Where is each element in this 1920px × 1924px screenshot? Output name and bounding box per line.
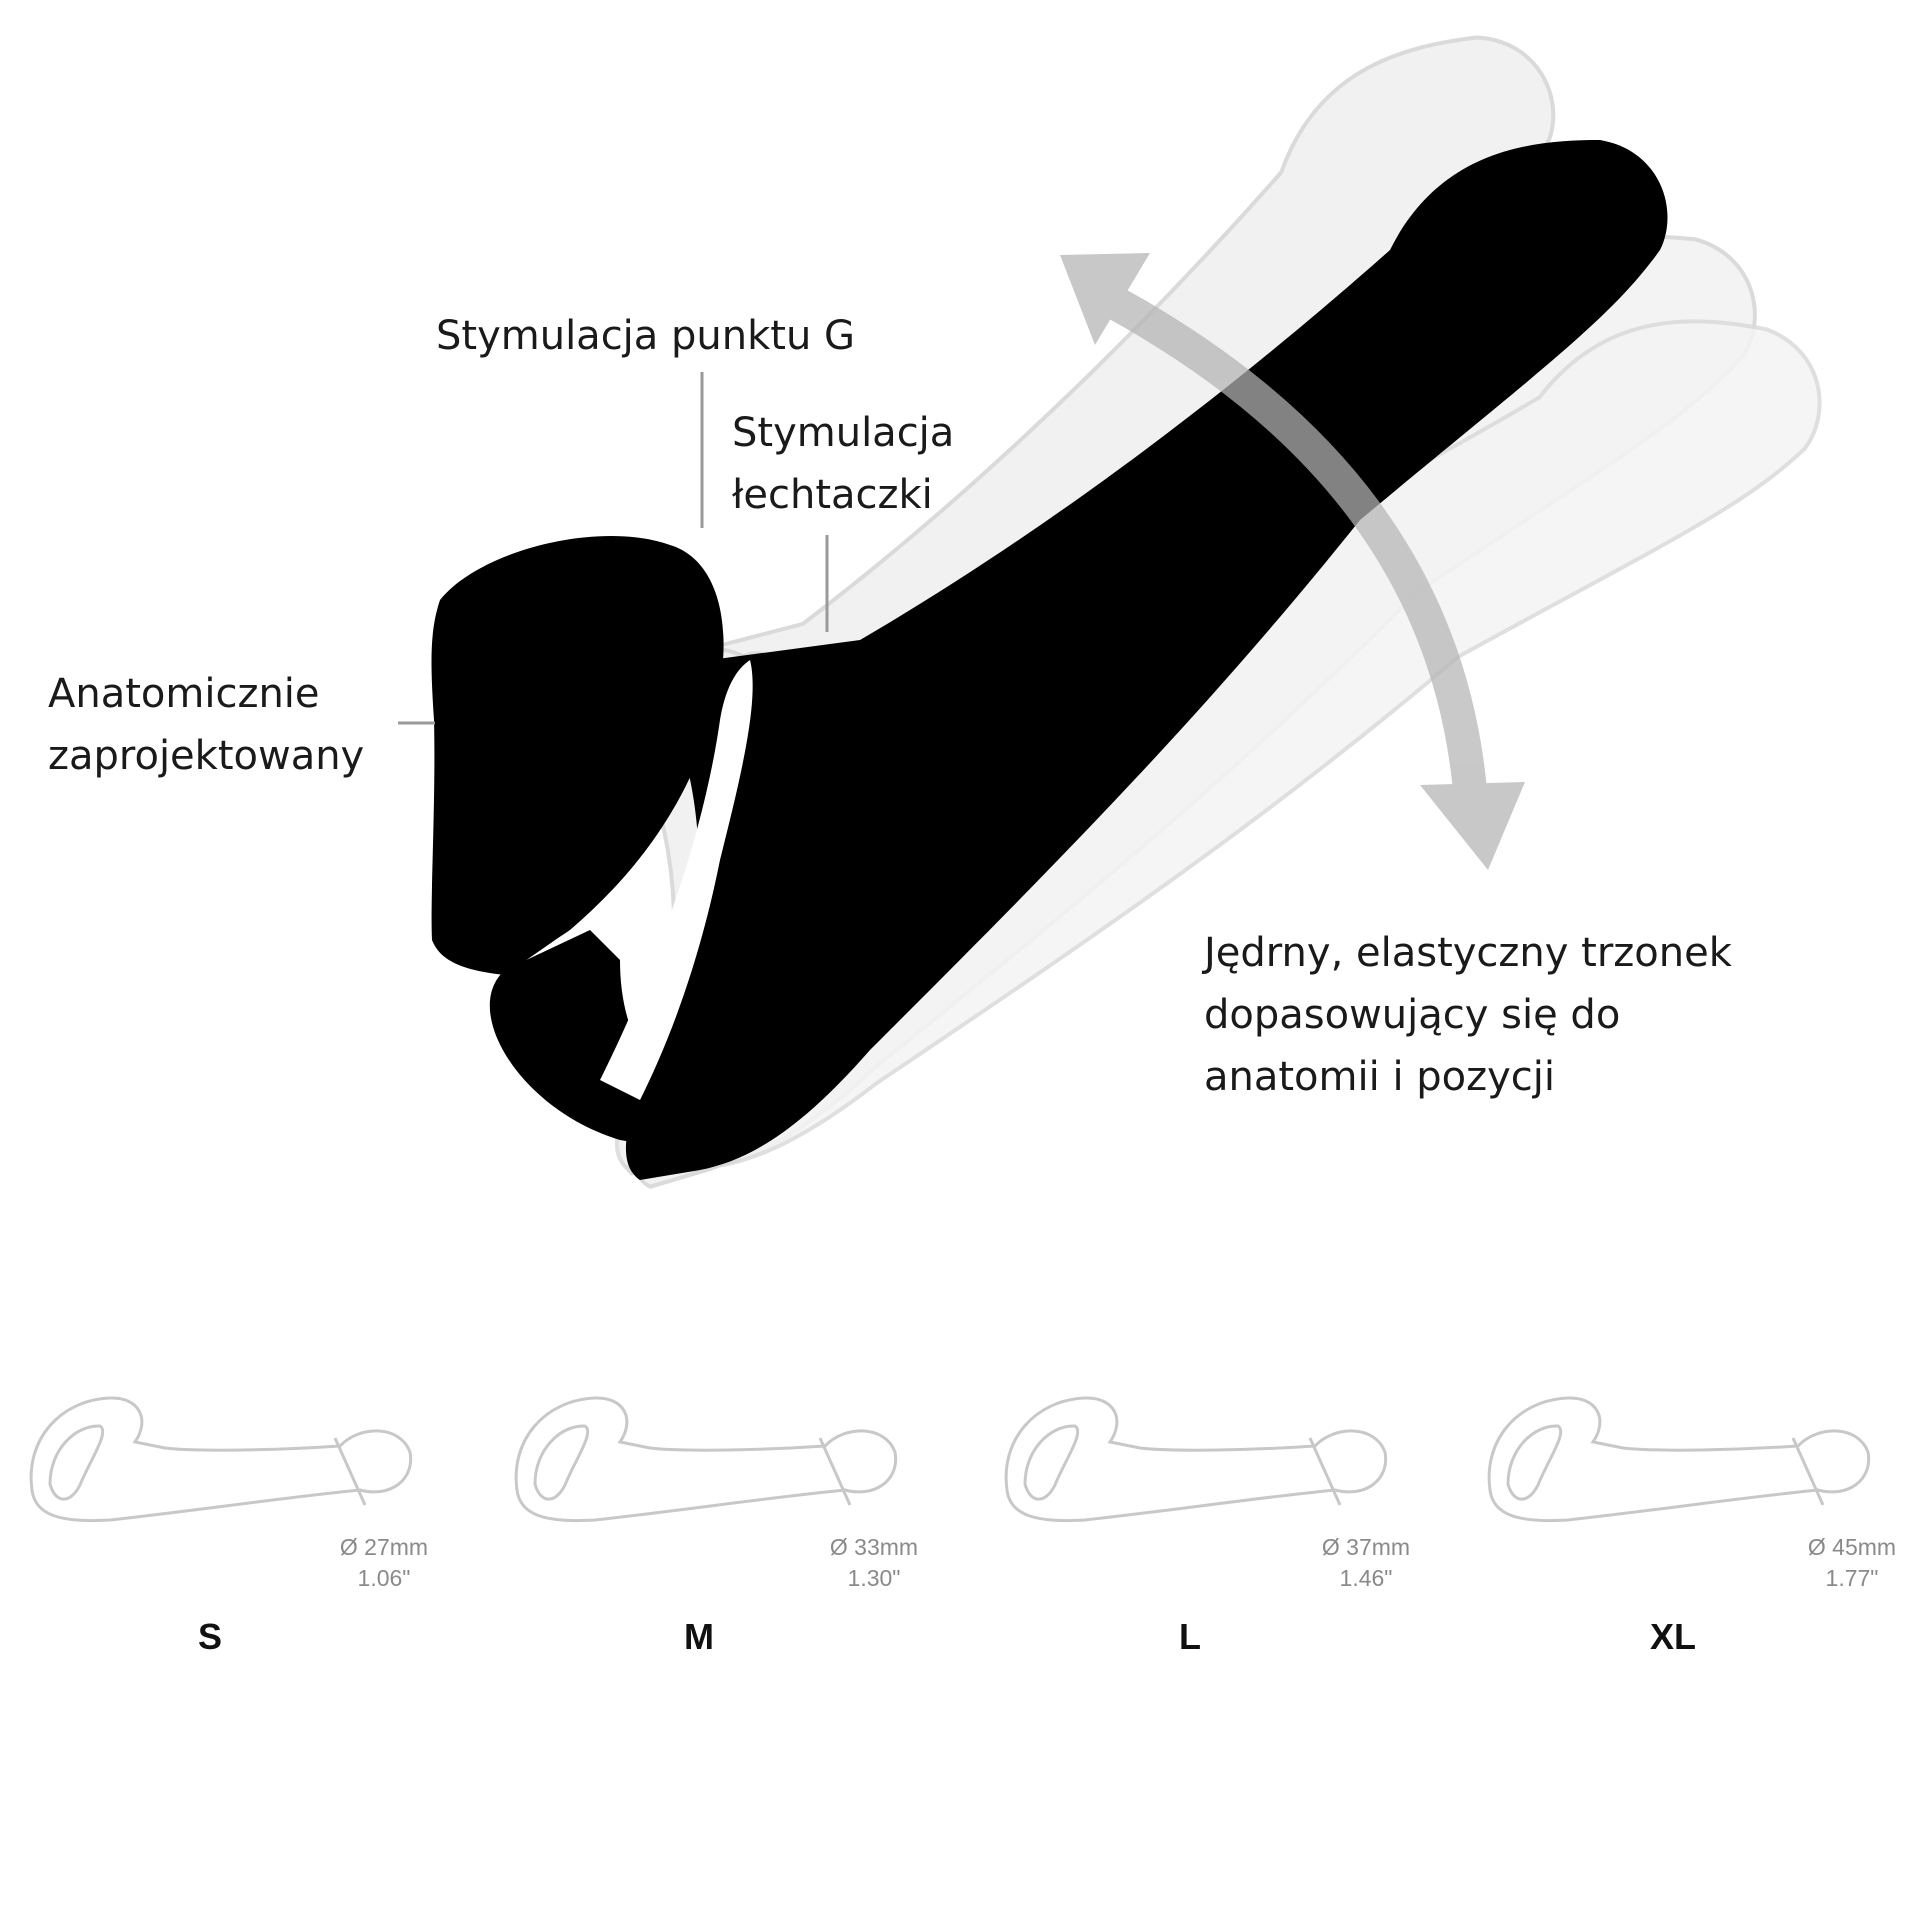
size-outline-xl — [1487, 1396, 1871, 1523]
label-g-spot: Stymulacja punktu G — [436, 313, 856, 359]
size-inches-m: 1.30" — [847, 1565, 901, 1591]
label-shaft-line-2: dopasowujący się do — [1204, 992, 1621, 1038]
size-outline-m — [514, 1396, 898, 1523]
size-dim-xl: Ø 45mm 1.77" — [1792, 1532, 1912, 1594]
label-clitoris-line-2: łechtaczki — [732, 472, 933, 518]
size-diameter-s: Ø 27mm — [339, 1534, 429, 1560]
size-outline-l — [1004, 1396, 1388, 1523]
size-letter-xl: XL — [1649, 1616, 1696, 1657]
size-inches-l: 1.46" — [1339, 1565, 1393, 1591]
flex-arrow-head-up — [1060, 253, 1150, 345]
size-letter-m: M — [684, 1616, 714, 1657]
label-anatomic-line-1: Anatomicznie — [48, 671, 320, 717]
label-clitoris: Stymulacja łechtaczki — [732, 402, 954, 526]
size-inches-xl: 1.77" — [1825, 1565, 1879, 1591]
label-anatomic: Anatomicznie zaprojektowany — [48, 663, 364, 787]
size-outlines — [29, 1396, 1871, 1523]
label-anatomic-line-2: zaprojektowany — [48, 733, 365, 779]
label-shaft-line-1: Jędrny, elastyczny trzonek — [1204, 930, 1732, 976]
size-dim-l: Ø 37mm 1.46" — [1306, 1532, 1426, 1594]
size-dim-m: Ø 33mm 1.30" — [814, 1532, 934, 1594]
size-diameter-l: Ø 37mm — [1321, 1534, 1411, 1560]
size-letter-s: S — [197, 1616, 222, 1657]
size-diameter-xl: Ø 45mm — [1807, 1534, 1897, 1560]
size-letter-l: L — [1179, 1616, 1201, 1657]
bulb-gap — [600, 660, 753, 1100]
size-dim-s: Ø 27mm 1.06" — [324, 1532, 444, 1594]
flex-arrow — [1060, 253, 1525, 870]
size-outline-s — [29, 1396, 413, 1523]
size-diameter-m: Ø 33mm — [829, 1534, 919, 1560]
flex-arrow-head-down — [1420, 782, 1525, 870]
label-shaft-line-3: anatomii i pozycji — [1204, 1054, 1556, 1100]
label-shaft: Jędrny, elastyczny trzonek dopasowujący … — [1204, 922, 1732, 1108]
size-inches-s: 1.06" — [357, 1565, 411, 1591]
label-clitoris-line-1: Stymulacja — [732, 410, 955, 456]
